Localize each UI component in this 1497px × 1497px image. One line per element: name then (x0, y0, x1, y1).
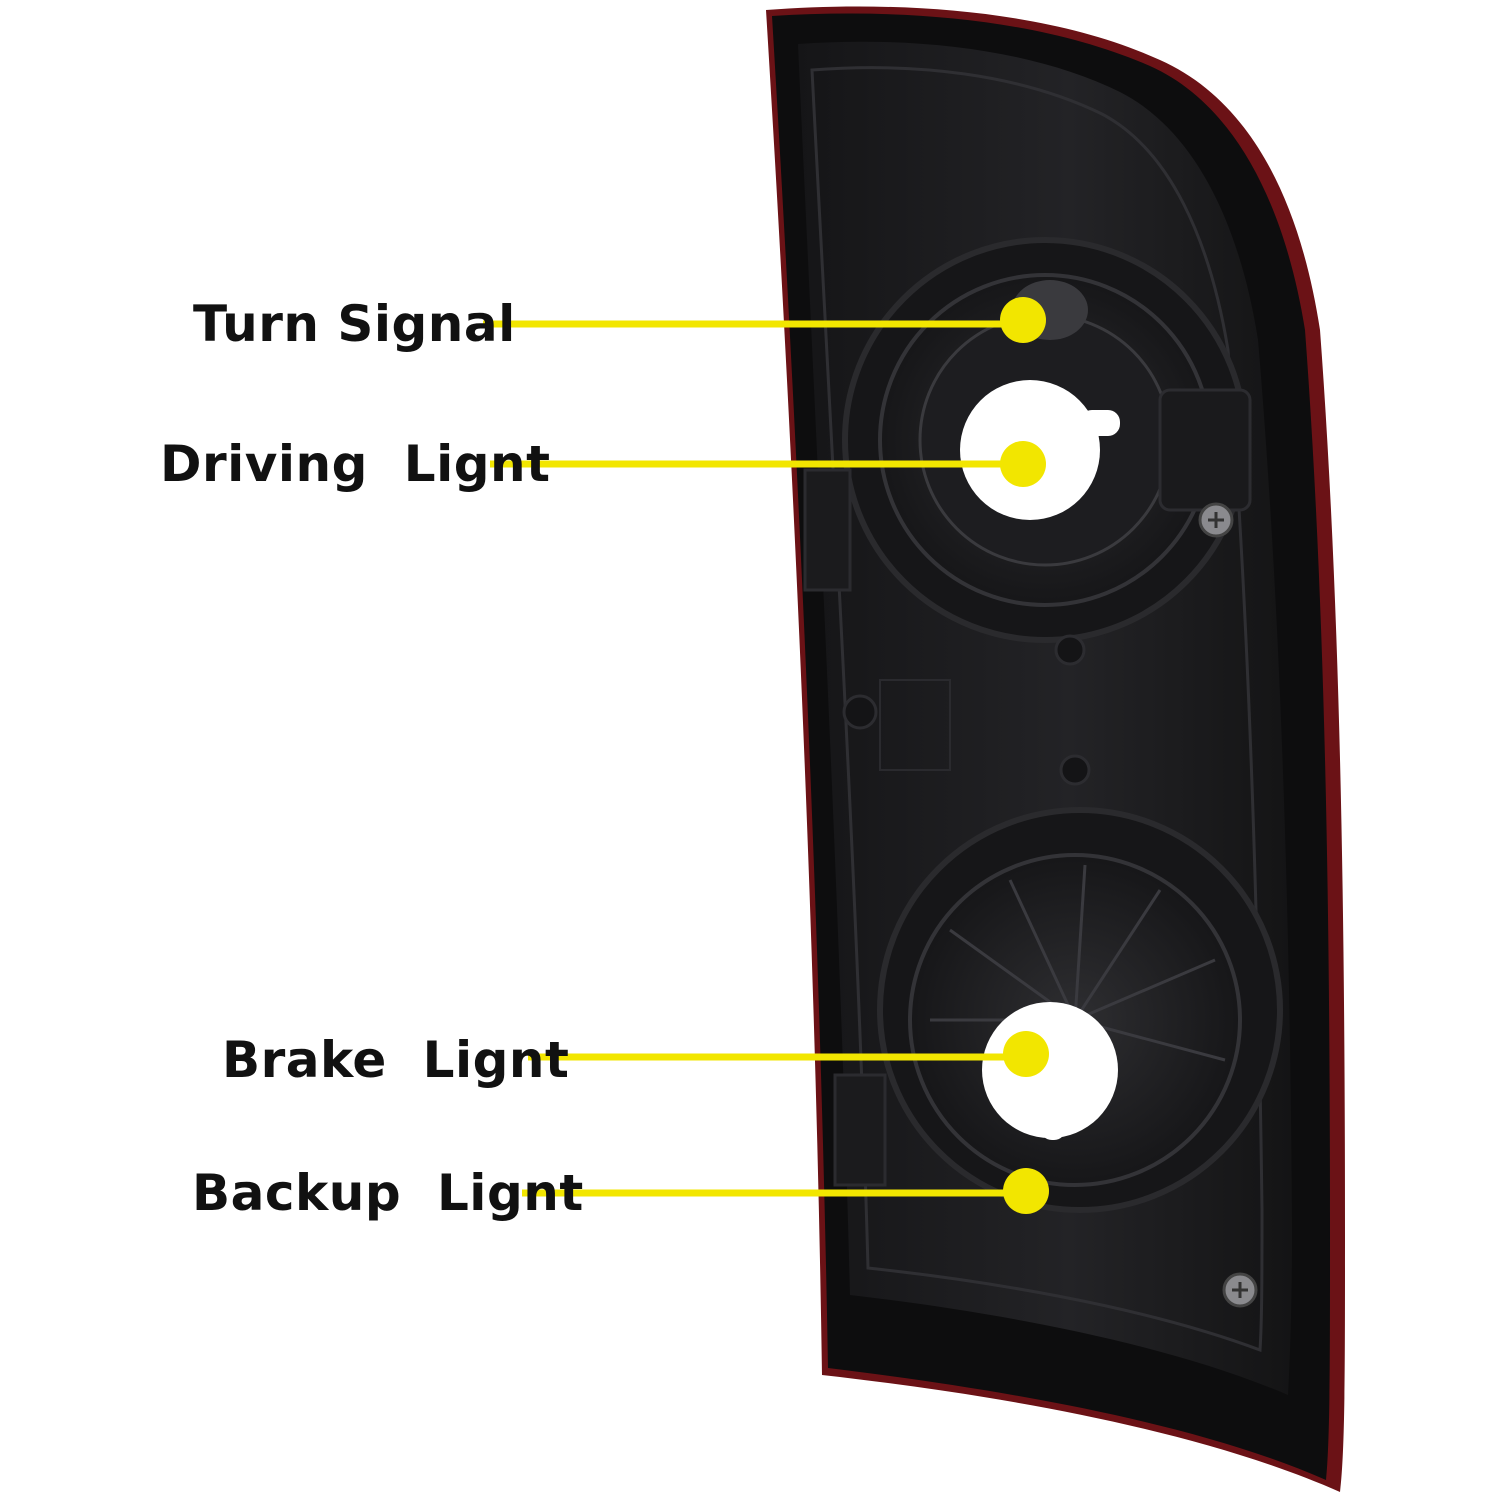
callout-label-driving-light: Driving Lignt (160, 435, 551, 493)
housing-inner-rim (810, 66, 1264, 1353)
upper-left-tab (803, 468, 852, 592)
molded-text-area (879, 679, 951, 771)
upper-connector (1158, 388, 1252, 512)
callout-dot-backup (1003, 1168, 1049, 1214)
callout-label-turn-signal: Turn Signal (193, 295, 516, 353)
callout-dot-driving (1000, 441, 1046, 487)
callout-label-brake-light: Brake Lignt (222, 1031, 570, 1089)
lower-left-tab (833, 1073, 887, 1187)
callout-dot-turn (1000, 297, 1046, 343)
callout-label-backup-light: Backup Lignt (192, 1164, 584, 1222)
callout-dot-brake (1003, 1031, 1049, 1077)
